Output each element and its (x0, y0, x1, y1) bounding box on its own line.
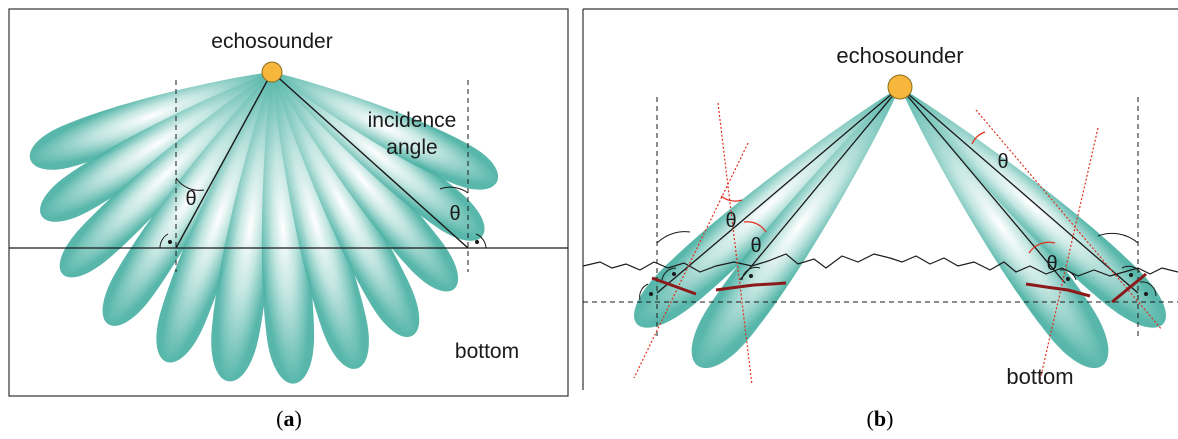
footprint-2-b (715, 281, 787, 292)
theta-right-a: θ (449, 203, 460, 225)
beam-fan-a (29, 72, 499, 384)
caption-b: (b) (867, 406, 894, 431)
incidence-arc-1-b (720, 195, 743, 202)
beam-lobe-a-11 (272, 72, 485, 241)
beam-lobe-a-9 (272, 72, 420, 337)
bottom-label-a: bottom (455, 340, 519, 363)
incidence-arc-4-b (1028, 241, 1056, 254)
rough-seabed-profile-b (582, 253, 1178, 277)
beam-lobe-a-6 (211, 72, 274, 382)
echosounder-label-b: echosounder (836, 43, 963, 68)
right-angle-dot-5-b (1129, 273, 1133, 277)
beam-lobe-a-2 (40, 72, 272, 222)
beam-lobe-a-7 (261, 72, 315, 384)
right-angle-dot-3-b (749, 274, 753, 278)
theta-4-b: θ (1046, 253, 1057, 275)
panel-a: echosounder incidence angle θ θ bottom (… (8, 8, 569, 431)
theta-2-b: θ (750, 235, 761, 257)
surface-normal-1-b (717, 102, 753, 386)
right-angle-mark-6-b (1139, 281, 1157, 297)
ray-outer-right-b (899, 86, 1139, 294)
panel-a-frame (8, 8, 569, 397)
right-angle-mark-2-b (661, 267, 677, 281)
echosounder-label-a: echosounder (211, 30, 332, 53)
beam-lobe-a-4 (102, 72, 272, 326)
theta-3-b: θ (997, 151, 1008, 173)
angle-arc-right-a (439, 186, 469, 194)
theta-left-a: θ (185, 188, 196, 210)
beam-lobe-a-10 (272, 72, 459, 292)
footprint-3-b (1025, 282, 1091, 298)
beam-lobe-b-4 (900, 87, 1166, 328)
beam-lobe-a-1 (29, 72, 272, 170)
footprint-4-b (1111, 272, 1147, 304)
angle-arc-left-a (175, 177, 205, 191)
nadir-arc-left-b (656, 231, 691, 244)
right-angle-dot-6-b (1144, 292, 1148, 296)
surface-normal-4-b (1039, 127, 1099, 381)
panel-b: echosounder θ θ θ θ bottom (b) (582, 8, 1178, 431)
right-angle-dot-right-a (475, 240, 479, 244)
ray-left-a (175, 71, 273, 249)
beam-lobe-a-12 (272, 72, 499, 190)
beam-lobe-b-2 (691, 87, 900, 368)
ray-inner-right-b (899, 86, 1066, 284)
incidence-arc-2-b (743, 221, 767, 233)
right-angle-dot-2-b (672, 272, 676, 276)
beam-lobe-b-1 (634, 87, 900, 328)
footprint-1-b (651, 276, 697, 296)
beam-lobe-a-8 (272, 72, 369, 369)
beam-lobe-a-5 (156, 72, 272, 363)
surface-normal-2-b (633, 142, 749, 379)
right-angle-mark-right-a (475, 233, 487, 249)
theta-1-b: θ (725, 210, 736, 232)
surface-normal-3-b (975, 109, 1163, 331)
angle-label-a: angle (386, 136, 437, 159)
right-angle-mark-3-b (741, 266, 761, 281)
ray-right-a (271, 71, 469, 249)
right-angle-dot-left-a (168, 240, 172, 244)
right-angle-mark-4-b (1059, 269, 1077, 281)
incidence-label-a: incidence (368, 109, 457, 132)
ray-inner-left-b (739, 86, 901, 281)
beam-lobe-a-3 (59, 72, 272, 278)
incidence-arc-3-b (971, 131, 986, 145)
nadir-arc-right-b (1097, 232, 1139, 244)
bottom-label-b: bottom (1006, 364, 1073, 389)
right-angle-mark-left-a (159, 233, 169, 249)
beam-lobe-b-3 (900, 87, 1109, 368)
ray-outer-left-b (656, 86, 901, 294)
beam-pair-b (634, 87, 1166, 368)
caption-a: (a) (276, 406, 302, 431)
right-angle-mark-5-b (1121, 265, 1141, 273)
echosounder-source-a (261, 61, 283, 83)
right-angle-dot-4-b (1066, 277, 1070, 281)
right-angle-dot-1-b (649, 292, 653, 296)
echosounder-source-b (887, 74, 913, 100)
right-angle-mark-1-b (639, 283, 649, 301)
